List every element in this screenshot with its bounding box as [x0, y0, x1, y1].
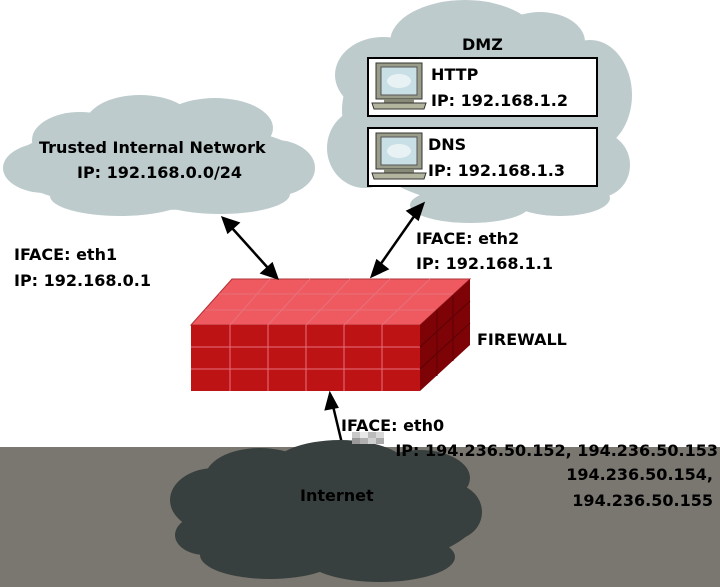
- dns-server-name: DNS: [428, 135, 467, 154]
- internet-title: Internet: [300, 486, 374, 505]
- eth2-interface-ip: IP: 192.168.1.1: [416, 254, 553, 273]
- eth0-ip-line-1: IP: 194.236.50.152, 194.236.50.153: [395, 441, 718, 460]
- internet-cloud: [170, 440, 482, 582]
- dns-computer-icon: [371, 132, 427, 180]
- trusted-network-cloud: [3, 95, 315, 216]
- http-computer-icon: [371, 62, 427, 110]
- eth0-interface-label: IFACE: eth0: [341, 416, 445, 435]
- http-server-ip: IP: 192.168.1.2: [431, 91, 568, 110]
- trusted-link-arrow: [220, 216, 280, 280]
- firewall-label: FIREWALL: [477, 330, 567, 349]
- firewall-icon: [189, 278, 472, 391]
- trusted-network-ip: IP: 192.168.0.0/24: [77, 163, 243, 182]
- http-server-name: HTTP: [431, 65, 479, 84]
- eth2-interface-label: IFACE: eth2: [416, 229, 520, 248]
- eth1-interface-label: IFACE: eth1: [14, 245, 118, 264]
- dns-server-ip: IP: 192.168.1.3: [428, 161, 565, 180]
- dmz-title: DMZ: [462, 35, 503, 54]
- eth1-interface-ip: IP: 192.168.0.1: [14, 271, 151, 290]
- dmz-link-arrow: [369, 201, 426, 279]
- eth0-ip-line-2: 194.236.50.154,: [566, 465, 713, 484]
- pixel-artifact: [352, 432, 384, 444]
- trusted-network-title: Trusted Internal Network: [39, 138, 266, 157]
- eth0-ip-line-3: 194.236.50.155: [572, 491, 713, 510]
